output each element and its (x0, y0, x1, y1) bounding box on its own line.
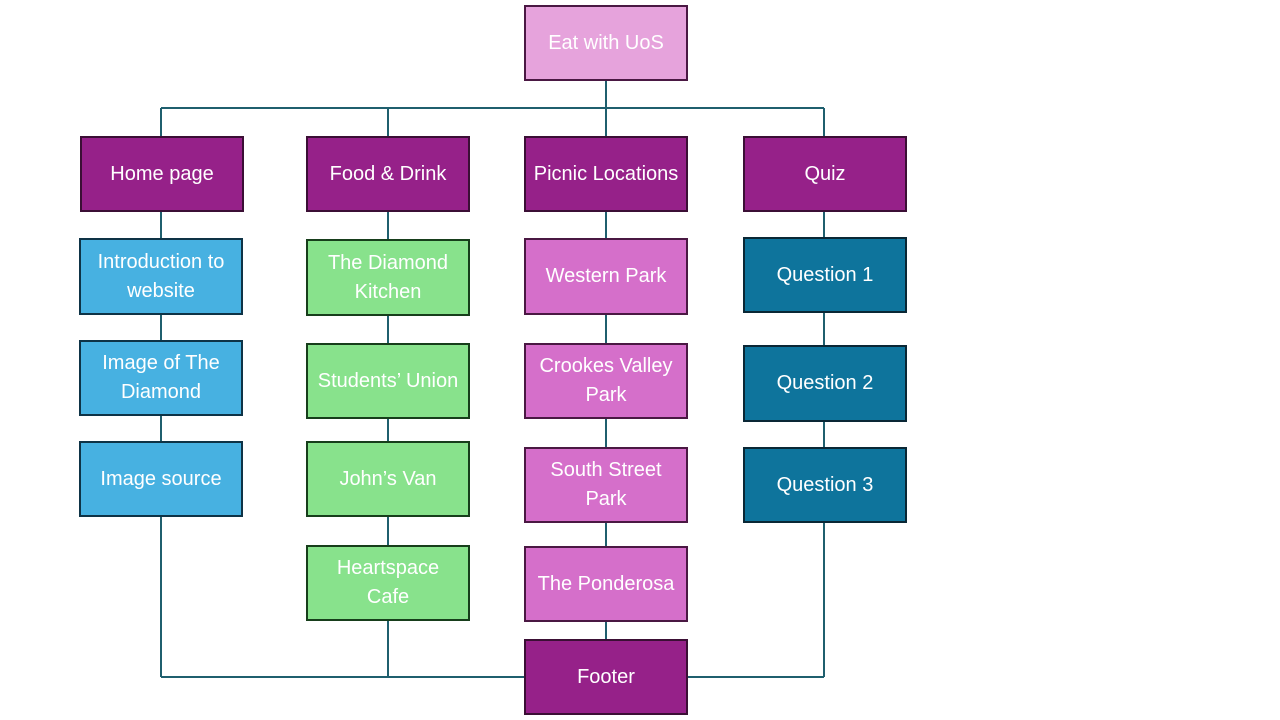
location-item-south-street-park: South Street Park (524, 447, 688, 523)
home-item-image-diamond: Image of The Diamond (79, 340, 243, 416)
food-item-students-union: Students’ Union (306, 343, 470, 419)
location-item-crookes-valley-park: Crookes Valley Park (524, 343, 688, 419)
location-item-western-park: Western Park (524, 238, 688, 315)
quiz-item-question-2: Question 2 (743, 345, 907, 422)
food-item-diamond-kitchen: The Diamond Kitchen (306, 239, 470, 316)
root-node: Eat with UoS (524, 5, 688, 81)
food-item-johns-van: John’s Van (306, 441, 470, 517)
home-item-introduction: Introduction to website (79, 238, 243, 315)
quiz-item-question-3: Question 3 (743, 447, 907, 523)
section-food-title: Food & Drink (306, 136, 470, 212)
quiz-item-question-1: Question 1 (743, 237, 907, 313)
section-home-title: Home page (80, 136, 244, 212)
section-quiz-title: Quiz (743, 136, 907, 212)
section-locations-title: Picnic Locations (524, 136, 688, 212)
location-item-ponderosa: The Ponderosa (524, 546, 688, 622)
food-item-heartspace-cafe: Heartspace Cafe (306, 545, 470, 621)
home-item-image-source: Image source (79, 441, 243, 517)
footer-node: Footer (524, 639, 688, 715)
